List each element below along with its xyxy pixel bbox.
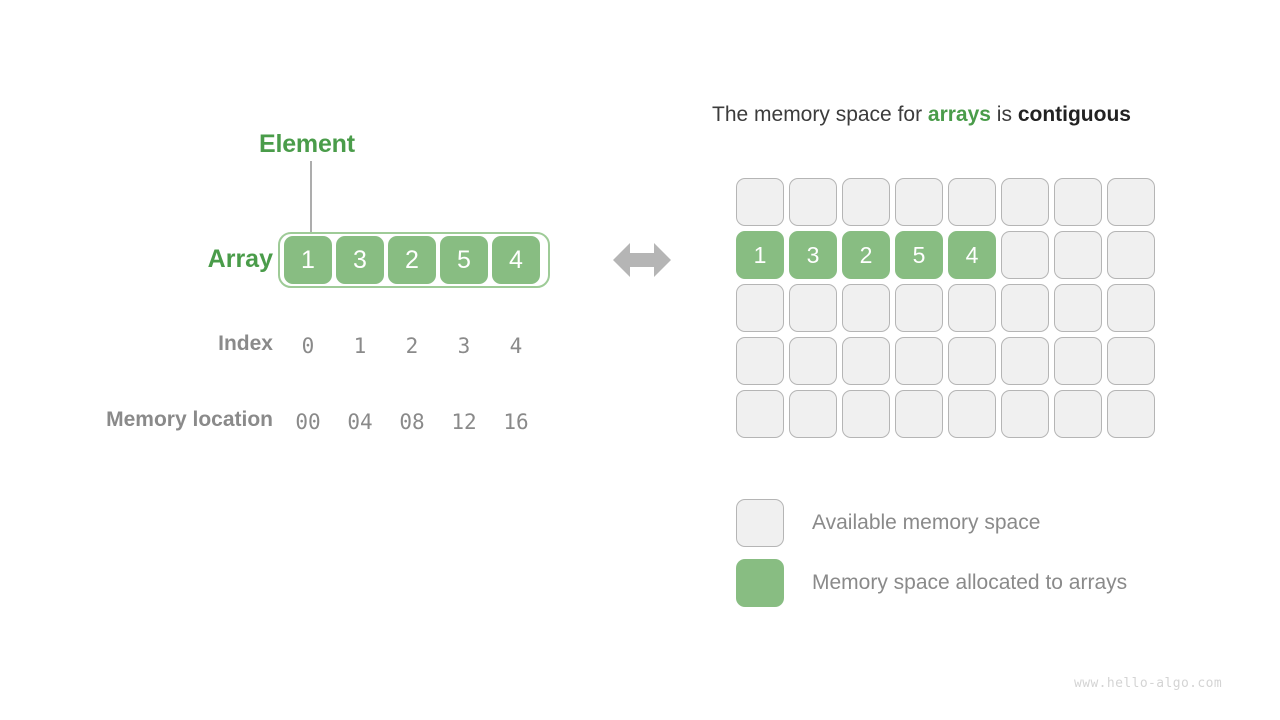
memory-value-1: 04 [347,410,373,434]
memory-cell-free-r4-c7 [1107,390,1155,438]
legend-row-0: Available memory space [736,493,1127,553]
index-value-2: 2 [405,334,419,358]
memory-cell-free-r3-c2 [842,337,890,385]
memory-value-0: 00 [295,410,321,434]
index-value-list: 0 1 2 3 4 [284,332,540,360]
memory-cell-free-r4-c3 [895,390,943,438]
array-cell-1: 3 [336,236,384,284]
memory-cell-free-r1-c5 [1001,231,1049,279]
legend-label-1: Memory space allocated to arrays [812,571,1128,594]
memory-cell-free-r0-c1 [789,178,837,226]
memory-cell-free-r2-c0 [736,284,784,332]
memory-cell-free-r2-c7 [1107,284,1155,332]
legend-swatch-used [736,559,784,607]
index-value-3: 3 [457,334,471,358]
memory-cell-allocated-3: 5 [895,231,943,279]
index-value-0: 0 [301,334,315,358]
memory-location-value-list: 00 04 08 12 16 [284,408,540,436]
memory-cell-free-r3-c6 [1054,337,1102,385]
memory-cell-free-r1-c6 [1054,231,1102,279]
memory-cell-free-r0-c0 [736,178,784,226]
memory-value-2: 08 [399,410,425,434]
memory-cell-free-r2-c6 [1054,284,1102,332]
memory-cell-free-r4-c5 [1001,390,1049,438]
array-row-label: Array [207,245,273,273]
memory-cell-allocated-4: 4 [948,231,996,279]
memory-cell-allocated-0: 1 [736,231,784,279]
memory-cell-allocated-1: 3 [789,231,837,279]
memory-heading-part1: The memory space for [712,103,928,126]
element-callout-connector-line [310,161,312,235]
legend-row-1: Memory space allocated to arrays [736,553,1127,613]
array-cell-4: 4 [492,236,540,284]
memory-cell-free-r4-c2 [842,390,890,438]
memory-cell-free-r0-c2 [842,178,890,226]
double-headed-arrow-icon [613,243,671,277]
legend-label-0: Available memory space [812,511,1041,534]
element-callout-label: Element [259,130,355,158]
memory-heading-arrays: arrays [927,103,991,126]
memory-value-4: 16 [503,410,529,434]
memory-cell-free-r3-c1 [789,337,837,385]
memory-cell-free-r1-c7 [1107,231,1155,279]
memory-cell-free-r2-c4 [948,284,996,332]
memory-cell-free-r4-c6 [1054,390,1102,438]
legend-swatch-free [736,499,784,547]
array-cell-3: 5 [440,236,488,284]
memory-cell-free-r4-c4 [948,390,996,438]
watermark: www.hello-algo.com [1074,676,1223,691]
memory-heading-contiguous: contiguous [1017,103,1131,126]
memory-cell-free-r3-c4 [948,337,996,385]
memory-cell-free-r4-c0 [736,390,784,438]
memory-cell-free-r0-c6 [1054,178,1102,226]
memory-value-3: 12 [451,410,477,434]
memory-heading-part2: is [990,103,1018,126]
memory-cell-free-r2-c2 [842,284,890,332]
memory-cell-free-r0-c3 [895,178,943,226]
index-value-1: 1 [353,334,367,358]
memory-cell-free-r4-c1 [789,390,837,438]
array-cell-2: 2 [388,236,436,284]
memory-heading: The memory space for arrays is contiguou… [712,101,1131,129]
memory-cell-free-r3-c3 [895,337,943,385]
memory-cell-free-r2-c3 [895,284,943,332]
memory-cell-free-r2-c5 [1001,284,1049,332]
index-row-label: Index [218,332,273,355]
memory-cell-free-r0-c5 [1001,178,1049,226]
memory-cell-free-r0-c4 [948,178,996,226]
memory-cell-free-r2-c1 [789,284,837,332]
memory-cell-free-r3-c0 [736,337,784,385]
memory-cell-free-r0-c7 [1107,178,1155,226]
memory-cell-free-r3-c7 [1107,337,1155,385]
array-cell-0: 1 [284,236,332,284]
memory-cell-allocated-2: 2 [842,231,890,279]
memory-location-row-label: Memory location [106,408,273,431]
memory-cell-free-r3-c5 [1001,337,1049,385]
index-value-4: 4 [509,334,523,358]
